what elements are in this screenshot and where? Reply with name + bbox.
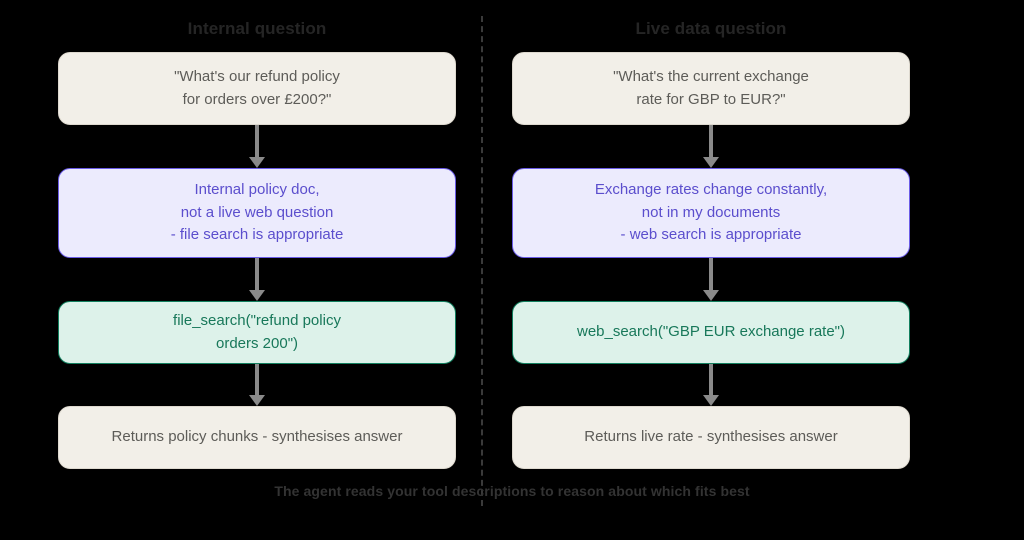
arrow-head-icon (249, 395, 265, 406)
node-live-data-question-text: "What's the current exchange rate for GB… (527, 66, 895, 112)
arrow-shaft (255, 364, 259, 395)
text-line: Returns policy chunks - synthesises answ… (111, 428, 403, 446)
arrow-internal-tool-to-result (248, 364, 266, 406)
arrow-shaft (709, 258, 713, 290)
node-live-data-result-text: Returns live rate - synthesises answer (527, 426, 895, 449)
column-divider (481, 16, 483, 506)
text-line: - web search is appropriate (620, 226, 802, 244)
node-live-data-tool-call[interactable]: web_search("GBP EUR exchange rate") (512, 301, 910, 364)
text-line: file_search("refund policy (173, 311, 341, 329)
arrow-head-icon (703, 290, 719, 301)
arrow-head-icon (249, 157, 265, 168)
arrow-live-data-question-to-reason (702, 125, 720, 168)
diagram-caption: The agent reads your tool descriptions t… (274, 483, 750, 499)
node-internal-tool-call[interactable]: file_search("refund policy orders 200") (58, 301, 456, 364)
text-line: Internal policy doc, (194, 180, 320, 198)
node-live-data-tool-call-text: web_search("GBP EUR exchange rate") (527, 321, 895, 344)
arrow-shaft (709, 125, 713, 157)
text-line: - file search is appropriate (170, 226, 344, 244)
node-internal-question-text: "What's our refund policy for orders ove… (73, 66, 441, 112)
node-internal-result-text: Returns policy chunks - synthesises answ… (73, 426, 441, 449)
text-line: for orders over £200?" (182, 90, 332, 108)
node-live-data-result[interactable]: Returns live rate - synthesises answer (512, 406, 910, 469)
arrow-shaft (255, 125, 259, 157)
text-line: not in my documents (641, 203, 781, 221)
node-internal-reasoning[interactable]: Internal policy doc, not a live web ques… (58, 168, 456, 258)
node-internal-reasoning-text: Internal policy doc, not a live web ques… (73, 179, 441, 247)
arrow-internal-question-to-reason (248, 125, 266, 168)
arrow-shaft (255, 258, 259, 290)
node-internal-question[interactable]: "What's our refund policy for orders ove… (58, 52, 456, 125)
node-internal-tool-call-text: file_search("refund policy orders 200") (73, 310, 441, 356)
node-live-data-reasoning[interactable]: Exchange rates change constantly, not in… (512, 168, 910, 258)
text-line: Exchange rates change constantly, (594, 180, 828, 198)
arrow-head-icon (703, 157, 719, 168)
text-line: web_search("GBP EUR exchange rate") (576, 323, 845, 341)
text-line: "What's our refund policy (174, 67, 340, 85)
arrow-live-data-reason-to-tool (702, 258, 720, 301)
text-line: "What's the current exchange (613, 67, 809, 85)
column-header-internal: Internal question (187, 19, 327, 38)
text-line: Returns live rate - synthesises answer (584, 428, 838, 446)
arrow-head-icon (703, 395, 719, 406)
arrow-shaft (709, 364, 713, 395)
text-line: rate for GBP to EUR?" (636, 90, 786, 108)
node-internal-result[interactable]: Returns policy chunks - synthesises answ… (58, 406, 456, 469)
text-line: orders 200") (215, 334, 299, 352)
arrow-internal-reason-to-tool (248, 258, 266, 301)
arrow-head-icon (249, 290, 265, 301)
arrow-live-data-tool-to-result (702, 364, 720, 406)
column-header-live-data: Live data question (635, 19, 787, 38)
node-live-data-reasoning-text: Exchange rates change constantly, not in… (527, 179, 895, 247)
text-line: not a live web question (180, 203, 334, 221)
node-live-data-question[interactable]: "What's the current exchange rate for GB… (512, 52, 910, 125)
